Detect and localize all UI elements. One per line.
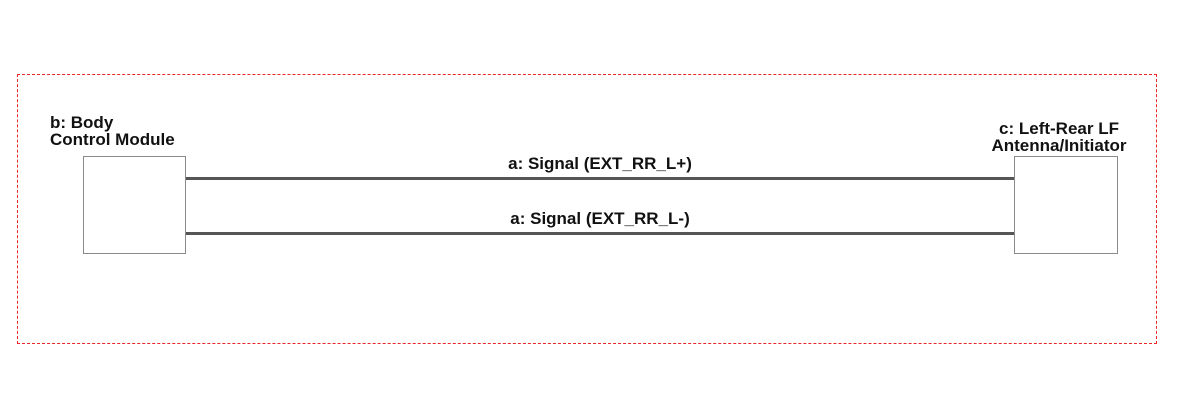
antenna-initiator-box: [1014, 156, 1118, 254]
wire-label-negative: a: Signal (EXT_RR_L-): [510, 209, 690, 228]
antenna-initiator-label-line2: Antenna/Initiator: [991, 136, 1127, 155]
antenna-initiator-label-line1: c: Left-Rear LF: [999, 119, 1119, 138]
signal-wire-negative: [186, 232, 1014, 235]
wire-label-positive: a: Signal (EXT_RR_L+): [508, 154, 692, 173]
body-control-module-label-line1: b: Body: [50, 113, 114, 132]
body-control-module-label: b: Body Control Module: [50, 114, 175, 148]
diagram-boundary-frame: [17, 74, 1157, 344]
body-control-module-box: [83, 156, 186, 254]
body-control-module-label-line2: Control Module: [50, 130, 175, 149]
signal-wire-positive: [186, 177, 1014, 180]
antenna-initiator-label: c: Left-Rear LF Antenna/Initiator: [975, 120, 1143, 154]
